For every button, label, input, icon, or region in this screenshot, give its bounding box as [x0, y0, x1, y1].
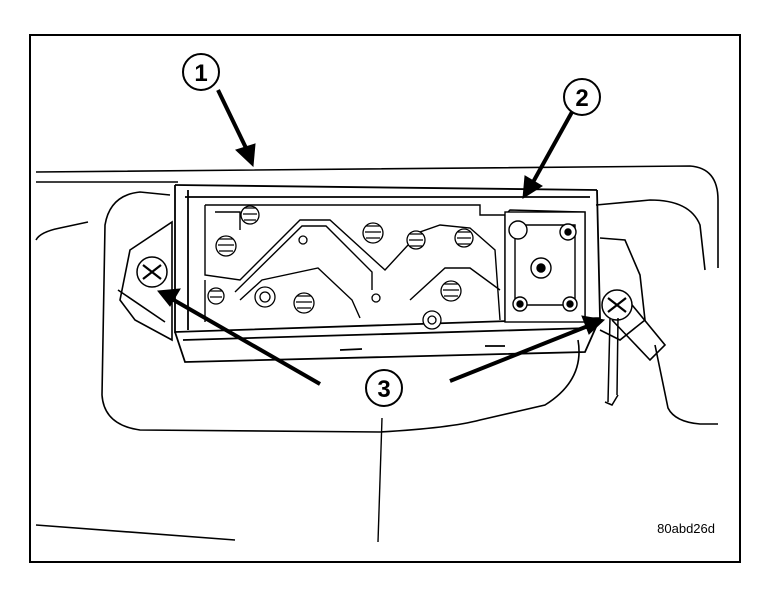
arrow-head-1	[235, 143, 256, 168]
figure-code: 80abd26d	[657, 521, 715, 536]
socket	[293, 292, 315, 314]
leader-arrows	[157, 89, 606, 386]
socket	[440, 280, 462, 302]
socket	[215, 235, 237, 257]
ring	[422, 310, 442, 330]
left-mounting-screw	[136, 256, 168, 288]
socket	[207, 287, 225, 305]
arrow-callout-3-left	[171, 297, 321, 386]
socket	[240, 205, 260, 225]
ring	[254, 286, 276, 308]
callout-2: 2	[563, 78, 601, 116]
arrow-callout-3-right	[449, 322, 594, 383]
right-mounting-screw	[601, 289, 633, 406]
bezel-opening	[117, 220, 667, 362]
figure-frame	[29, 34, 741, 563]
arrow-head-3-right	[581, 315, 606, 335]
arrow-callout-2	[530, 111, 574, 185]
callout-1: 1	[182, 53, 220, 91]
socket	[406, 230, 426, 250]
callout-1-label: 1	[194, 60, 207, 87]
socket	[454, 228, 474, 248]
callout-3-tail	[377, 417, 383, 543]
arrow-head-2	[522, 175, 543, 199]
mounting-bracket	[504, 211, 586, 323]
arrow-head-3-left	[157, 288, 181, 307]
arrow-callout-1	[216, 89, 248, 149]
bulb-sockets	[207, 205, 474, 330]
panel-housing	[35, 165, 719, 541]
callout-3: 3	[365, 369, 403, 407]
callout-2-label: 2	[575, 85, 588, 112]
callout-3-label: 3	[377, 376, 390, 403]
socket	[362, 222, 384, 244]
